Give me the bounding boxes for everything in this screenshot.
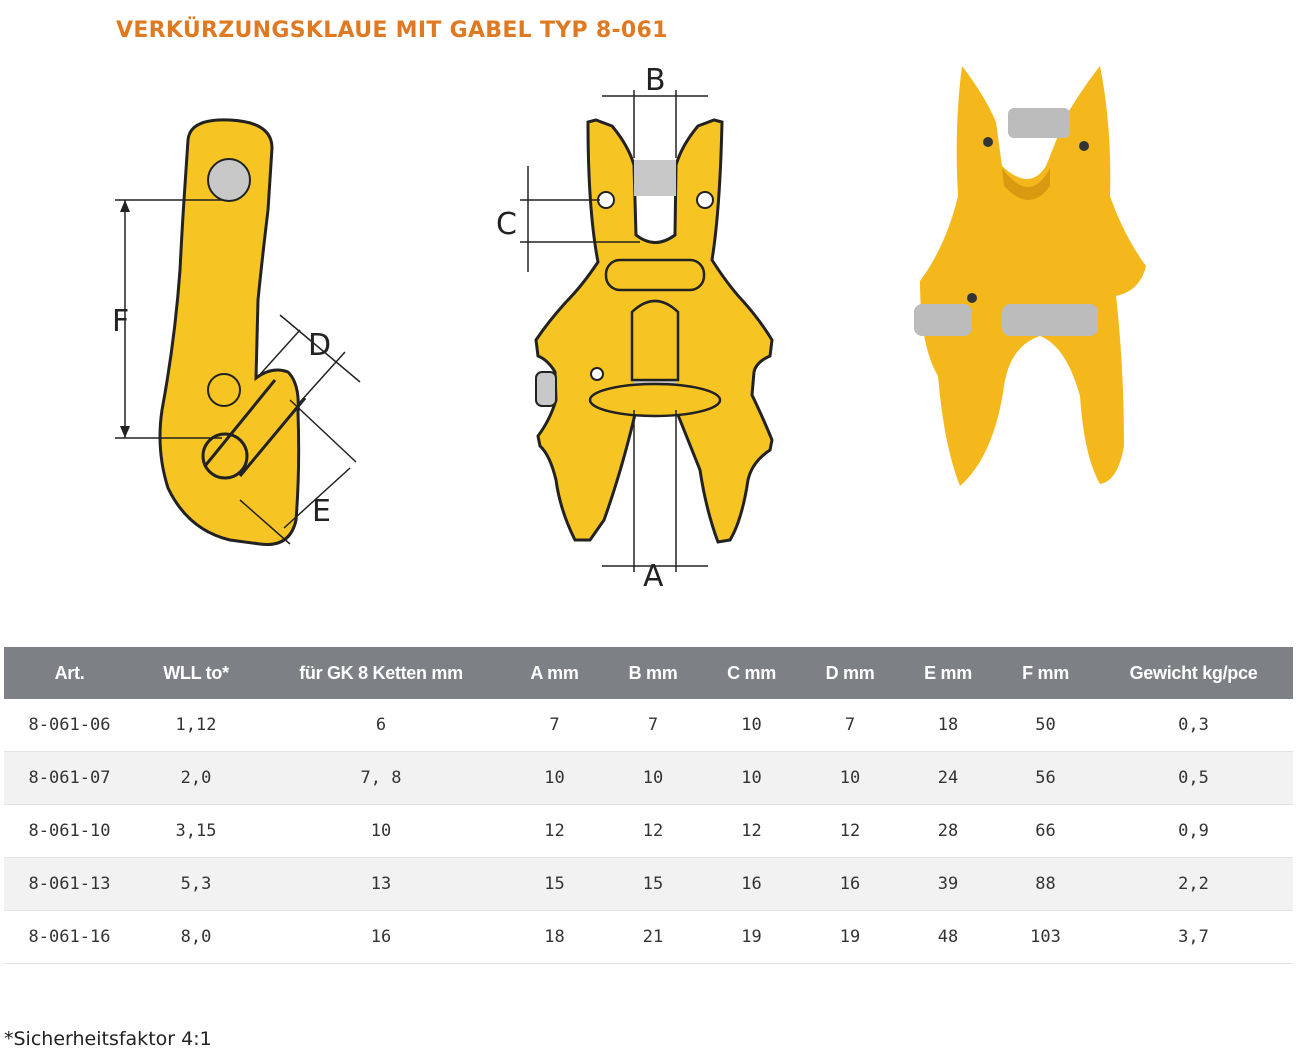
table-cell: 48	[899, 910, 997, 964]
table-cell: 10	[801, 751, 899, 805]
table-cell: 0,5	[1094, 751, 1293, 805]
table-row: 8-061-10 3,15 10 12 12 12 12 28 66 0,9	[4, 804, 1293, 858]
col-header: für GK 8 Ketten mm	[257, 647, 505, 699]
col-header: B mm	[604, 647, 702, 699]
table-cell: 16	[801, 857, 899, 911]
table-cell: 39	[899, 857, 997, 911]
table-cell: 10	[257, 804, 505, 858]
table-cell: 0,3	[1094, 699, 1293, 752]
table-cell: 12	[801, 804, 899, 858]
table-cell: 8-061-16	[4, 910, 135, 964]
dim-label-c: C	[496, 207, 517, 242]
side-view-drawing: F D E	[112, 118, 361, 546]
dim-label-e: E	[312, 494, 331, 529]
table-cell: 2,2	[1094, 857, 1293, 911]
col-header: A mm	[505, 647, 604, 699]
table-cell: 8,0	[135, 910, 257, 964]
table-cell: 24	[899, 751, 997, 805]
table-cell: 18	[899, 699, 997, 752]
table-cell: 8-061-10	[4, 804, 135, 858]
table-cell: 56	[997, 751, 1094, 805]
front-view-drawing: B C A	[496, 63, 774, 586]
table-cell: 15	[505, 857, 604, 911]
table-cell: 16	[702, 857, 801, 911]
dim-label-d: D	[308, 328, 331, 363]
table-cell: 7	[801, 699, 899, 752]
table-row: 8-061-13 5,3 13 15 15 16 16 39 88 2,2	[4, 857, 1293, 911]
table-cell: 8-061-06	[4, 699, 135, 752]
table-cell: 16	[257, 910, 505, 964]
table-cell: 2,0	[135, 751, 257, 805]
table-cell: 15	[604, 857, 702, 911]
footnote: *Sicherheitsfaktor 4:1	[4, 1028, 212, 1050]
dim-label-f: F	[112, 304, 129, 339]
table-header-row: Art. WLL to* für GK 8 Ketten mm A mm B m…	[4, 647, 1293, 699]
table-row: 8-061-16 8,0 16 18 21 19 19 48 103 3,7	[4, 910, 1293, 964]
table-cell: 0,9	[1094, 804, 1293, 858]
table-cell: 3,7	[1094, 910, 1293, 964]
table-cell: 12	[505, 804, 604, 858]
col-header: Gewicht kg/pce	[1094, 647, 1293, 699]
table-cell: 18	[505, 910, 604, 964]
table-cell: 12	[702, 804, 801, 858]
table-cell: 19	[702, 910, 801, 964]
table-cell: 8-061-07	[4, 751, 135, 805]
col-header: E mm	[899, 647, 997, 699]
dim-label-b: B	[645, 63, 666, 98]
stamp-slot	[604, 258, 706, 292]
table-cell: 13	[257, 857, 505, 911]
table-cell: 10	[702, 751, 801, 805]
spec-table: Art. WLL to* für GK 8 Ketten mm A mm B m…	[4, 647, 1293, 964]
table-cell: 103	[997, 910, 1094, 964]
table-cell: 50	[997, 699, 1094, 752]
col-header: WLL to*	[135, 647, 257, 699]
middle-pin-hole	[207, 373, 241, 407]
table-cell: 21	[604, 910, 702, 964]
table-cell: 6	[257, 699, 505, 752]
col-header: C mm	[702, 647, 801, 699]
table-cell: 8-061-13	[4, 857, 135, 911]
table-cell: 10	[604, 751, 702, 805]
table-cell: 10	[505, 751, 604, 805]
table-cell: 10	[702, 699, 801, 752]
dim-label-a: A	[643, 559, 664, 586]
table-row: 8-061-07 2,0 7, 8 10 10 10 10 24 56 0,5	[4, 751, 1293, 805]
chain-seat	[201, 432, 249, 480]
table-cell: 1,12	[135, 699, 257, 752]
col-header: D mm	[801, 647, 899, 699]
table-cell: 5,3	[135, 857, 257, 911]
table-cell: 66	[997, 804, 1094, 858]
table-cell: 28	[899, 804, 997, 858]
table-cell: 88	[997, 857, 1094, 911]
col-header: F mm	[997, 647, 1094, 699]
page-title: VERKÜRZUNGSKLAUE MIT GABEL TYP 8-061	[116, 18, 668, 43]
product-photo	[914, 66, 1146, 486]
table-row: 8-061-06 1,12 6 7 7 10 7 18 50 0,3	[4, 699, 1293, 752]
col-header: Art.	[4, 647, 135, 699]
product-drawings: F D E B C A	[0, 56, 1296, 596]
top-pin-hole	[207, 158, 251, 202]
table-cell: 7, 8	[257, 751, 505, 805]
table-cell: 19	[801, 910, 899, 964]
table-cell: 12	[604, 804, 702, 858]
table-cell: 7	[505, 699, 604, 752]
table-cell: 7	[604, 699, 702, 752]
table-cell: 3,15	[135, 804, 257, 858]
